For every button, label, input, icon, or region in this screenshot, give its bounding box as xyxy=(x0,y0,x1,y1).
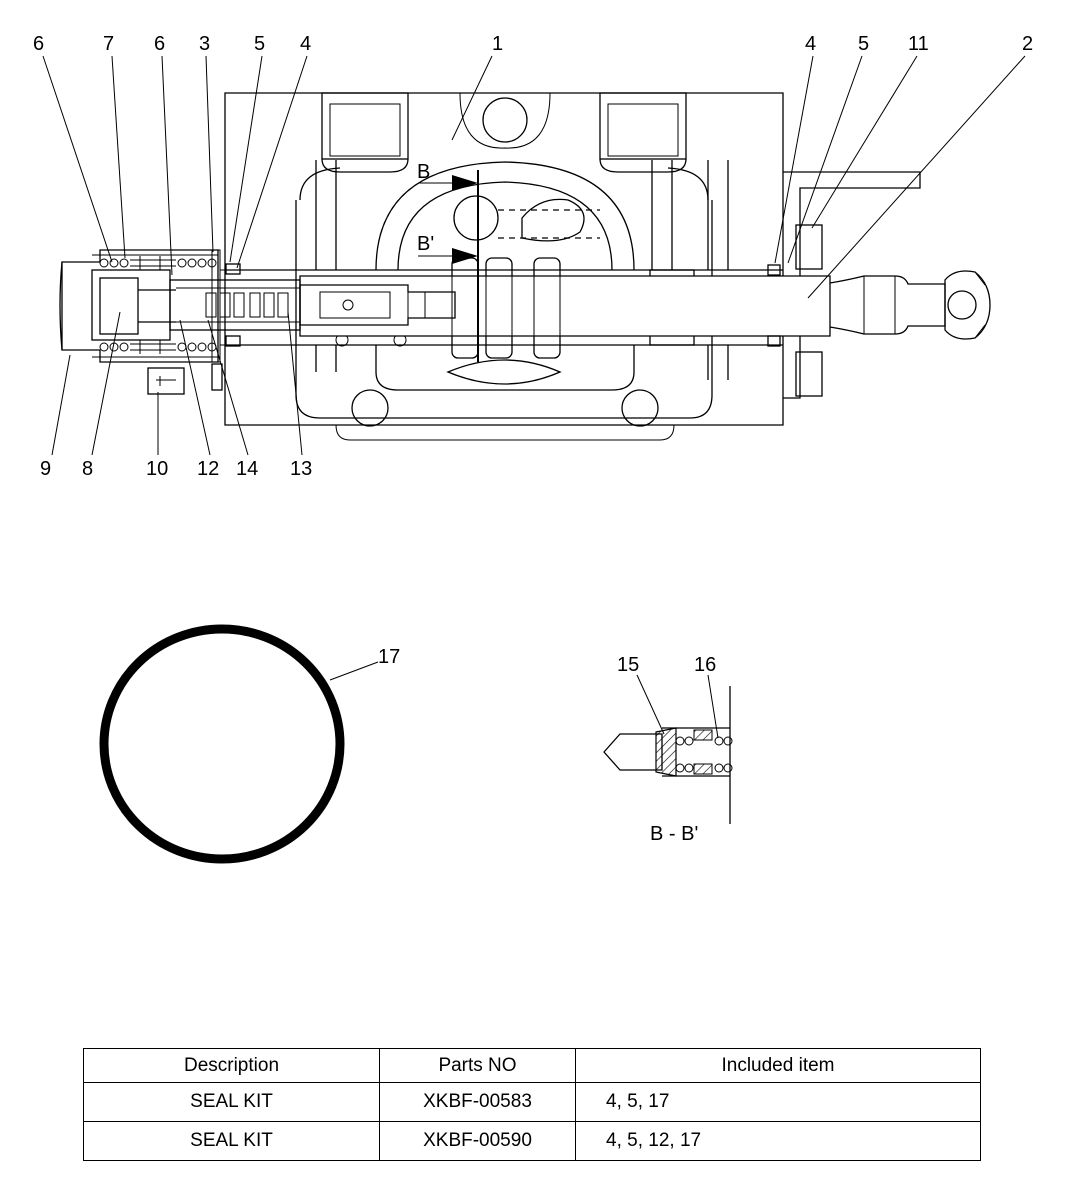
callout-8: 8 xyxy=(82,458,93,480)
section-detail: 15 16 B - B' xyxy=(603,654,733,845)
header-parts-no: Parts NO xyxy=(379,1048,576,1083)
section-marks: B B' xyxy=(417,161,479,362)
seal-kit-table: Description Parts NO Included item SEAL … xyxy=(83,1048,981,1161)
cell-included-item: 4, 5, 17 xyxy=(575,1082,981,1122)
cell-description: SEAL KIT xyxy=(83,1121,380,1161)
callout-6b: 6 xyxy=(154,33,165,55)
callout-4a: 4 xyxy=(300,33,311,55)
cell-description: SEAL KIT xyxy=(83,1082,380,1122)
callout-3: 3 xyxy=(199,33,210,55)
cell-parts-no: XKBF-00590 xyxy=(379,1121,576,1161)
callout-9: 9 xyxy=(40,458,51,480)
callout-5a: 5 xyxy=(254,33,265,55)
callout-2: 2 xyxy=(1022,33,1033,55)
callout-numbers-bottom: 9 8 10 12 14 13 xyxy=(40,458,312,480)
spring-coil-top xyxy=(99,256,217,270)
callout-4b: 4 xyxy=(805,33,816,55)
table-row: SEAL KIT XKBF-00583 4, 5, 17 xyxy=(83,1082,981,1122)
o-ring-17: 17 xyxy=(99,624,400,864)
spool xyxy=(299,224,991,397)
callout-13: 13 xyxy=(290,458,312,480)
callout-17: 17 xyxy=(378,646,400,668)
section-caption: B - B' xyxy=(650,823,698,845)
callout-12: 12 xyxy=(197,458,219,480)
spring-cap-assembly xyxy=(59,249,456,395)
section-mark-b: B xyxy=(417,161,430,183)
valve-section-diagram: B B' 6 7 6 3 5 4 1 4 5 11 2 9 8 xyxy=(33,33,1033,864)
callout-6a: 6 xyxy=(33,33,44,55)
cell-included-item: 4, 5, 12, 17 xyxy=(575,1121,981,1161)
spring-coil-bottom xyxy=(99,340,217,354)
callout-16: 16 xyxy=(694,654,716,676)
header-included-item: Included item xyxy=(575,1048,981,1083)
callout-1: 1 xyxy=(492,33,503,55)
callout-15: 15 xyxy=(617,654,639,676)
header-description: Description xyxy=(83,1048,380,1083)
valve-body xyxy=(219,92,921,441)
callout-7: 7 xyxy=(103,33,114,55)
table-header-row: Description Parts NO Included item xyxy=(83,1048,981,1083)
detent-spring xyxy=(176,287,300,323)
table-row: SEAL KIT XKBF-00590 4, 5, 12, 17 xyxy=(83,1121,981,1161)
cell-parts-no: XKBF-00583 xyxy=(379,1082,576,1122)
leader-lines xyxy=(42,55,1026,456)
section-mark-b-prime: B' xyxy=(417,233,434,255)
callout-numbers-top: 6 7 6 3 5 4 1 4 5 11 2 xyxy=(33,33,1033,55)
callout-14: 14 xyxy=(236,458,258,480)
callout-10: 10 xyxy=(146,458,168,480)
callout-11: 11 xyxy=(908,33,929,55)
callout-5b: 5 xyxy=(858,33,869,55)
